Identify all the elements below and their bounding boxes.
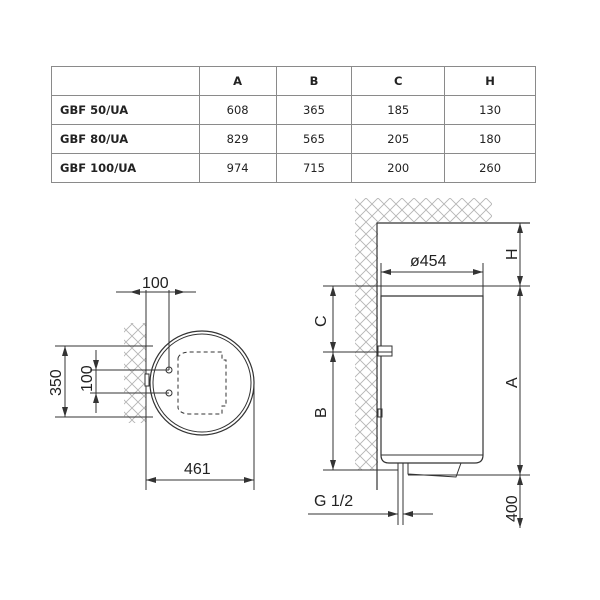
header-cell-c: C <box>351 66 446 96</box>
top-view-drawing <box>55 289 255 490</box>
tank-body <box>380 295 484 464</box>
header-cell-h: H <box>444 66 536 96</box>
value-cell-b: 365 <box>275 95 353 125</box>
side-view-drawing <box>308 198 530 528</box>
dim-label-350: 350 <box>48 369 65 396</box>
dimensions-table: A B C H GBF 50/UA 608 365 185 130 GBF 80… <box>51 66 536 183</box>
value-cell-b: 565 <box>275 124 353 154</box>
value-cell-c: 200 <box>351 153 446 183</box>
model-cell: GBF 80/UA <box>51 124 200 154</box>
dim-label-h: H <box>504 248 521 260</box>
tank-outline <box>149 330 255 436</box>
dim-label-top-100: 100 <box>142 275 169 292</box>
model-cell: GBF 50/UA <box>51 95 200 125</box>
dim-label-pipe-thread: G 1/2 <box>314 493 353 510</box>
value-cell-b: 715 <box>275 153 353 183</box>
mount-bracket <box>377 345 393 357</box>
dim-label-b: B <box>313 407 330 418</box>
model-cell: GBF 100/UA <box>51 153 200 183</box>
value-cell-h: 260 <box>444 153 536 183</box>
wall-hatch <box>124 323 146 423</box>
table-row: GBF 80/UA 829 565 205 180 <box>51 124 536 154</box>
dim-label-400: 400 <box>504 495 521 522</box>
table-row: GBF 50/UA 608 365 185 130 <box>51 95 536 125</box>
dim-label-461: 461 <box>184 461 211 478</box>
dim-label-diameter: ø454 <box>410 253 447 270</box>
dim-label-c: C <box>313 315 330 327</box>
value-cell-c: 185 <box>351 95 446 125</box>
value-cell-a: 974 <box>198 153 277 183</box>
dim-label-left-100: 100 <box>79 365 96 392</box>
table-row: GBF 100/UA 974 715 200 260 <box>51 153 536 183</box>
value-cell-c: 205 <box>351 124 446 154</box>
wall-hatch <box>355 198 492 470</box>
header-cell-b: B <box>275 66 353 96</box>
flange-dashed <box>177 351 227 415</box>
value-cell-a: 608 <box>198 95 277 125</box>
dim-label-a: A <box>504 377 521 388</box>
